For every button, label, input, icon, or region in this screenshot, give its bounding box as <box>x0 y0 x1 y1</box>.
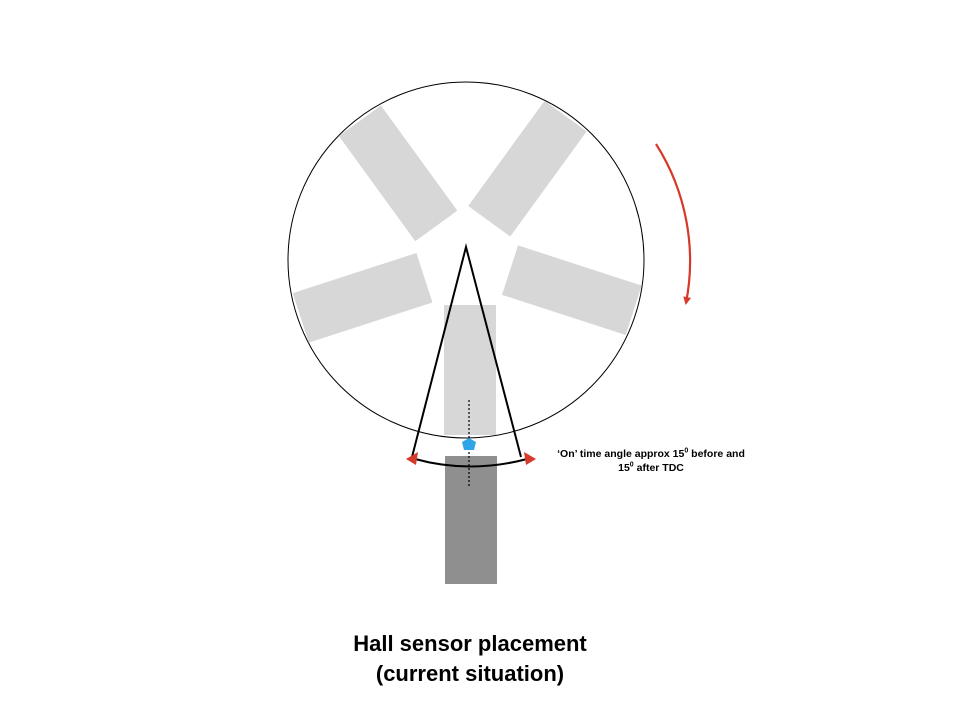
magnet-slot-upper-left <box>468 100 587 237</box>
sensor-mount <box>445 456 497 584</box>
on-angle-arc <box>414 458 528 468</box>
caption-line-1: Hall sensor placement <box>353 631 587 656</box>
annotation-line-2: 150 after TDC <box>618 461 684 475</box>
annotation-line-1: ‘On’ time angle approx 150 before and <box>557 447 745 461</box>
hall-sensor-icon <box>462 438 476 450</box>
figure-caption: Hall sensor placement (current situation… <box>270 629 670 689</box>
arc-arrowhead-left-icon <box>406 452 418 465</box>
magnet-slot-bottom <box>444 305 496 435</box>
magnet-slot-lower-left <box>501 245 642 336</box>
caption-line-2: (current situation) <box>375 661 565 686</box>
magnet-slot-upper-right <box>338 105 458 242</box>
on-time-annotation: ‘On’ time angle approx 150 before and 15… <box>520 447 782 475</box>
rotation-arrow-icon <box>655 143 692 305</box>
arc-arrowhead-right-icon <box>524 452 536 465</box>
on-angle-wedge <box>411 243 522 458</box>
magnet-slot-lower-right <box>292 252 433 343</box>
